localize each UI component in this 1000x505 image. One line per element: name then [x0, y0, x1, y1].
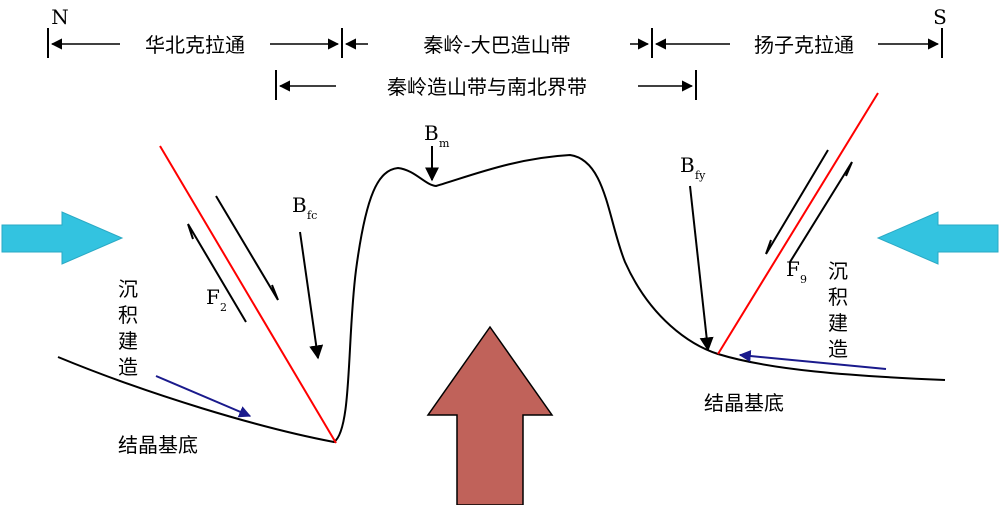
sediment-left-char-3: 建 [118, 329, 138, 353]
compression-arrow-left [1, 211, 124, 265]
north-label: N [51, 5, 69, 29]
zone-north-basin-label: 华北克拉通 [145, 33, 245, 57]
sediment-left-char-4: 造 [118, 355, 138, 379]
zone-boundary-belt: 秦岭造山带与南北界带 [278, 75, 694, 99]
south-label: S [933, 5, 947, 29]
point-bfc-sub: fc [307, 209, 317, 222]
sediment-left-char-2: 积 [118, 303, 138, 327]
compression-arrow-right [876, 211, 999, 265]
sediment-left-char-1: 沉 [118, 277, 138, 301]
point-bfy: B fy [680, 153, 714, 352]
zone-orogen-label: 秦岭-大巴造山带 [423, 33, 570, 57]
point-bfc-main: B [292, 193, 307, 217]
deposition-arrow-left [155, 375, 252, 418]
fault-f9-main: F [786, 257, 800, 281]
sediment-right-char-2: 积 [828, 285, 848, 309]
point-bm: B m [424, 121, 450, 182]
sediment-right-char-3: 建 [828, 311, 848, 335]
fault-f2-label: F 2 [206, 285, 227, 314]
zone-north-basin: 华北克拉通 [50, 33, 340, 57]
fault-f2-slip-arrows [187, 195, 279, 323]
point-bfy-sub: fy [695, 169, 706, 182]
point-bm-main: B [424, 121, 439, 145]
sediment-right-char-1: 沉 [828, 259, 848, 283]
fault-f2-sub: 2 [220, 301, 227, 314]
fault-f2-main: F [206, 285, 220, 309]
fault-f9-sub: 9 [800, 273, 807, 286]
zone-ticks [47, 28, 943, 100]
fault-line-left [159, 145, 337, 444]
sediment-label-left: 沉 积 建 造 [118, 277, 138, 379]
point-bfc: B fc [292, 193, 324, 360]
zone-boundary-belt-label: 秦岭造山带与南北界带 [387, 75, 587, 99]
sediment-right-char-4: 造 [828, 337, 848, 361]
point-bfy-main: B [680, 153, 695, 177]
fault-f9-slip-arrows [765, 149, 853, 263]
basement-label-left: 结晶基底 [118, 433, 198, 457]
uplift-arrow [426, 325, 554, 505]
zone-south-basin: 扬子克拉通 [654, 33, 940, 57]
sediment-label-right: 沉 积 建 造 [828, 259, 848, 361]
zone-orogen: 秦岭-大巴造山带 [344, 33, 650, 57]
deposition-arrow-right [738, 350, 887, 370]
fault-line-right [717, 92, 879, 355]
zone-south-basin-label: 扬子克拉通 [754, 33, 854, 57]
fault-f9-label: F 9 [786, 257, 807, 286]
basement-label-right: 结晶基底 [704, 391, 784, 415]
point-bm-sub: m [439, 137, 450, 150]
